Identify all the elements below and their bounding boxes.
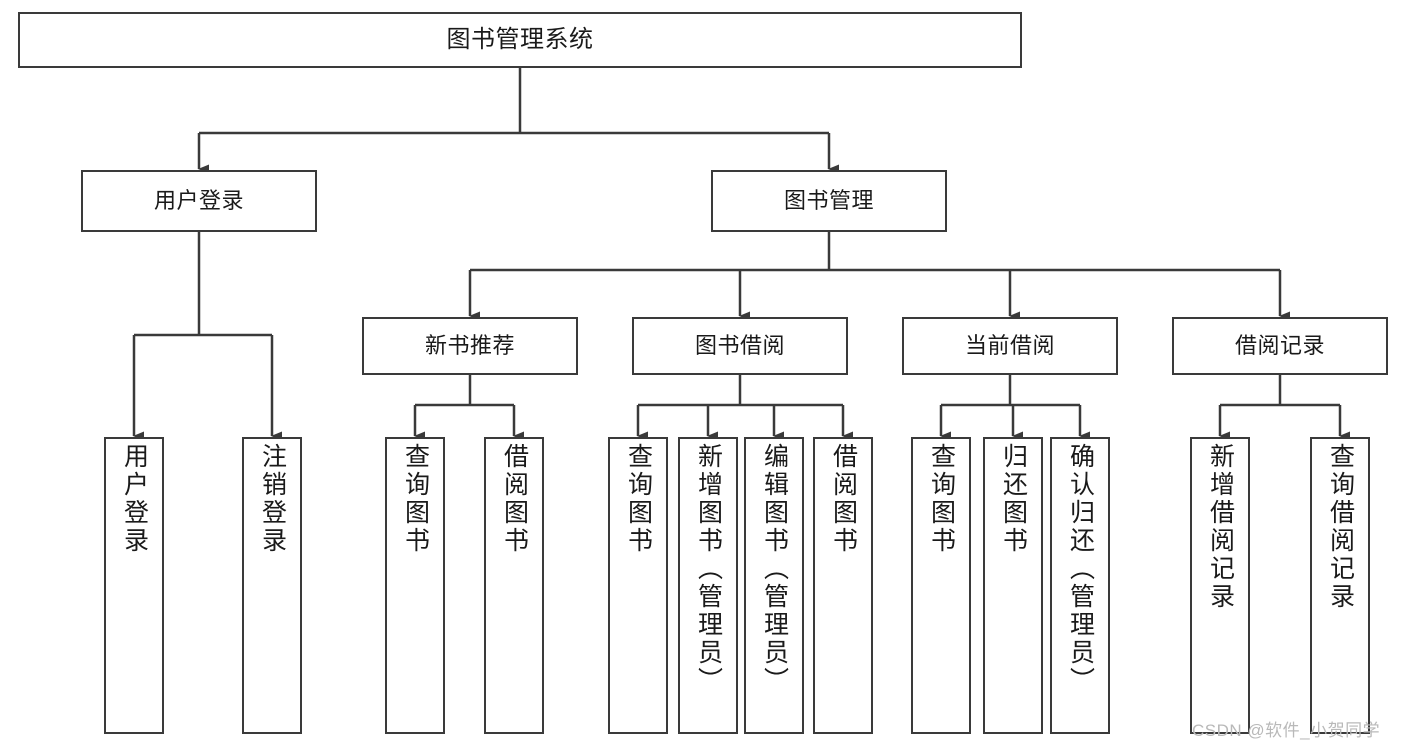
node-leaf-7[interactable]: 借阅图书	[813, 437, 873, 734]
node-label: 借阅图书	[500, 443, 529, 555]
node-label: 编辑图书（管理员）	[760, 443, 789, 695]
node-label: 查询图书	[927, 443, 956, 555]
node-label: 归还图书	[999, 443, 1028, 555]
node-leaf-0[interactable]: 用户登录	[104, 437, 164, 734]
node-leaf-9[interactable]: 归还图书	[983, 437, 1043, 734]
node-leaf-8[interactable]: 查询图书	[911, 437, 971, 734]
node-leaf-6[interactable]: 编辑图书（管理员）	[744, 437, 804, 734]
node-label: 用户登录	[120, 443, 149, 555]
node-label: 当前借阅	[964, 333, 1055, 359]
node-label: 新书推荐	[424, 333, 515, 359]
node-leaf-4[interactable]: 查询图书	[608, 437, 668, 734]
node-label: 用户登录	[153, 188, 244, 214]
node-label: 借阅图书	[829, 443, 858, 555]
node-leaf-12[interactable]: 查询借阅记录	[1310, 437, 1370, 734]
node-label: 注销登录	[258, 443, 287, 555]
node-label: 查询图书	[624, 443, 653, 555]
node-root[interactable]: 图书管理系统	[18, 12, 1022, 68]
node-label: 新增借阅记录	[1206, 443, 1235, 611]
node-l3-3[interactable]: 借阅记录	[1172, 317, 1388, 375]
node-leaf-5[interactable]: 新增图书（管理员）	[678, 437, 738, 734]
node-label: 查询图书	[401, 443, 430, 555]
node-label: 查询借阅记录	[1326, 443, 1355, 611]
node-leaf-10[interactable]: 确认归还（管理员）	[1050, 437, 1110, 734]
edge-group	[132, 68, 1350, 441]
node-l3-1[interactable]: 图书借阅	[632, 317, 848, 375]
node-leaf-3[interactable]: 借阅图书	[484, 437, 544, 734]
node-label: 图书借阅	[694, 333, 785, 359]
node-label: 新增图书（管理员）	[694, 443, 723, 695]
node-leaf-2[interactable]: 查询图书	[385, 437, 445, 734]
node-label: 确认归还（管理员）	[1066, 443, 1095, 695]
node-l3-0[interactable]: 新书推荐	[362, 317, 578, 375]
node-leaf-1[interactable]: 注销登录	[242, 437, 302, 734]
node-leaf-11[interactable]: 新增借阅记录	[1190, 437, 1250, 734]
node-label: 图书管理	[783, 188, 874, 214]
node-l2-1[interactable]: 图书管理	[711, 170, 947, 232]
node-label: 借阅记录	[1234, 333, 1325, 359]
node-l2-0[interactable]: 用户登录	[81, 170, 317, 232]
node-l3-2[interactable]: 当前借阅	[902, 317, 1118, 375]
node-label: 图书管理系统	[446, 25, 594, 53]
watermark-text: CSDN @软件_小贺同学	[1192, 721, 1381, 740]
